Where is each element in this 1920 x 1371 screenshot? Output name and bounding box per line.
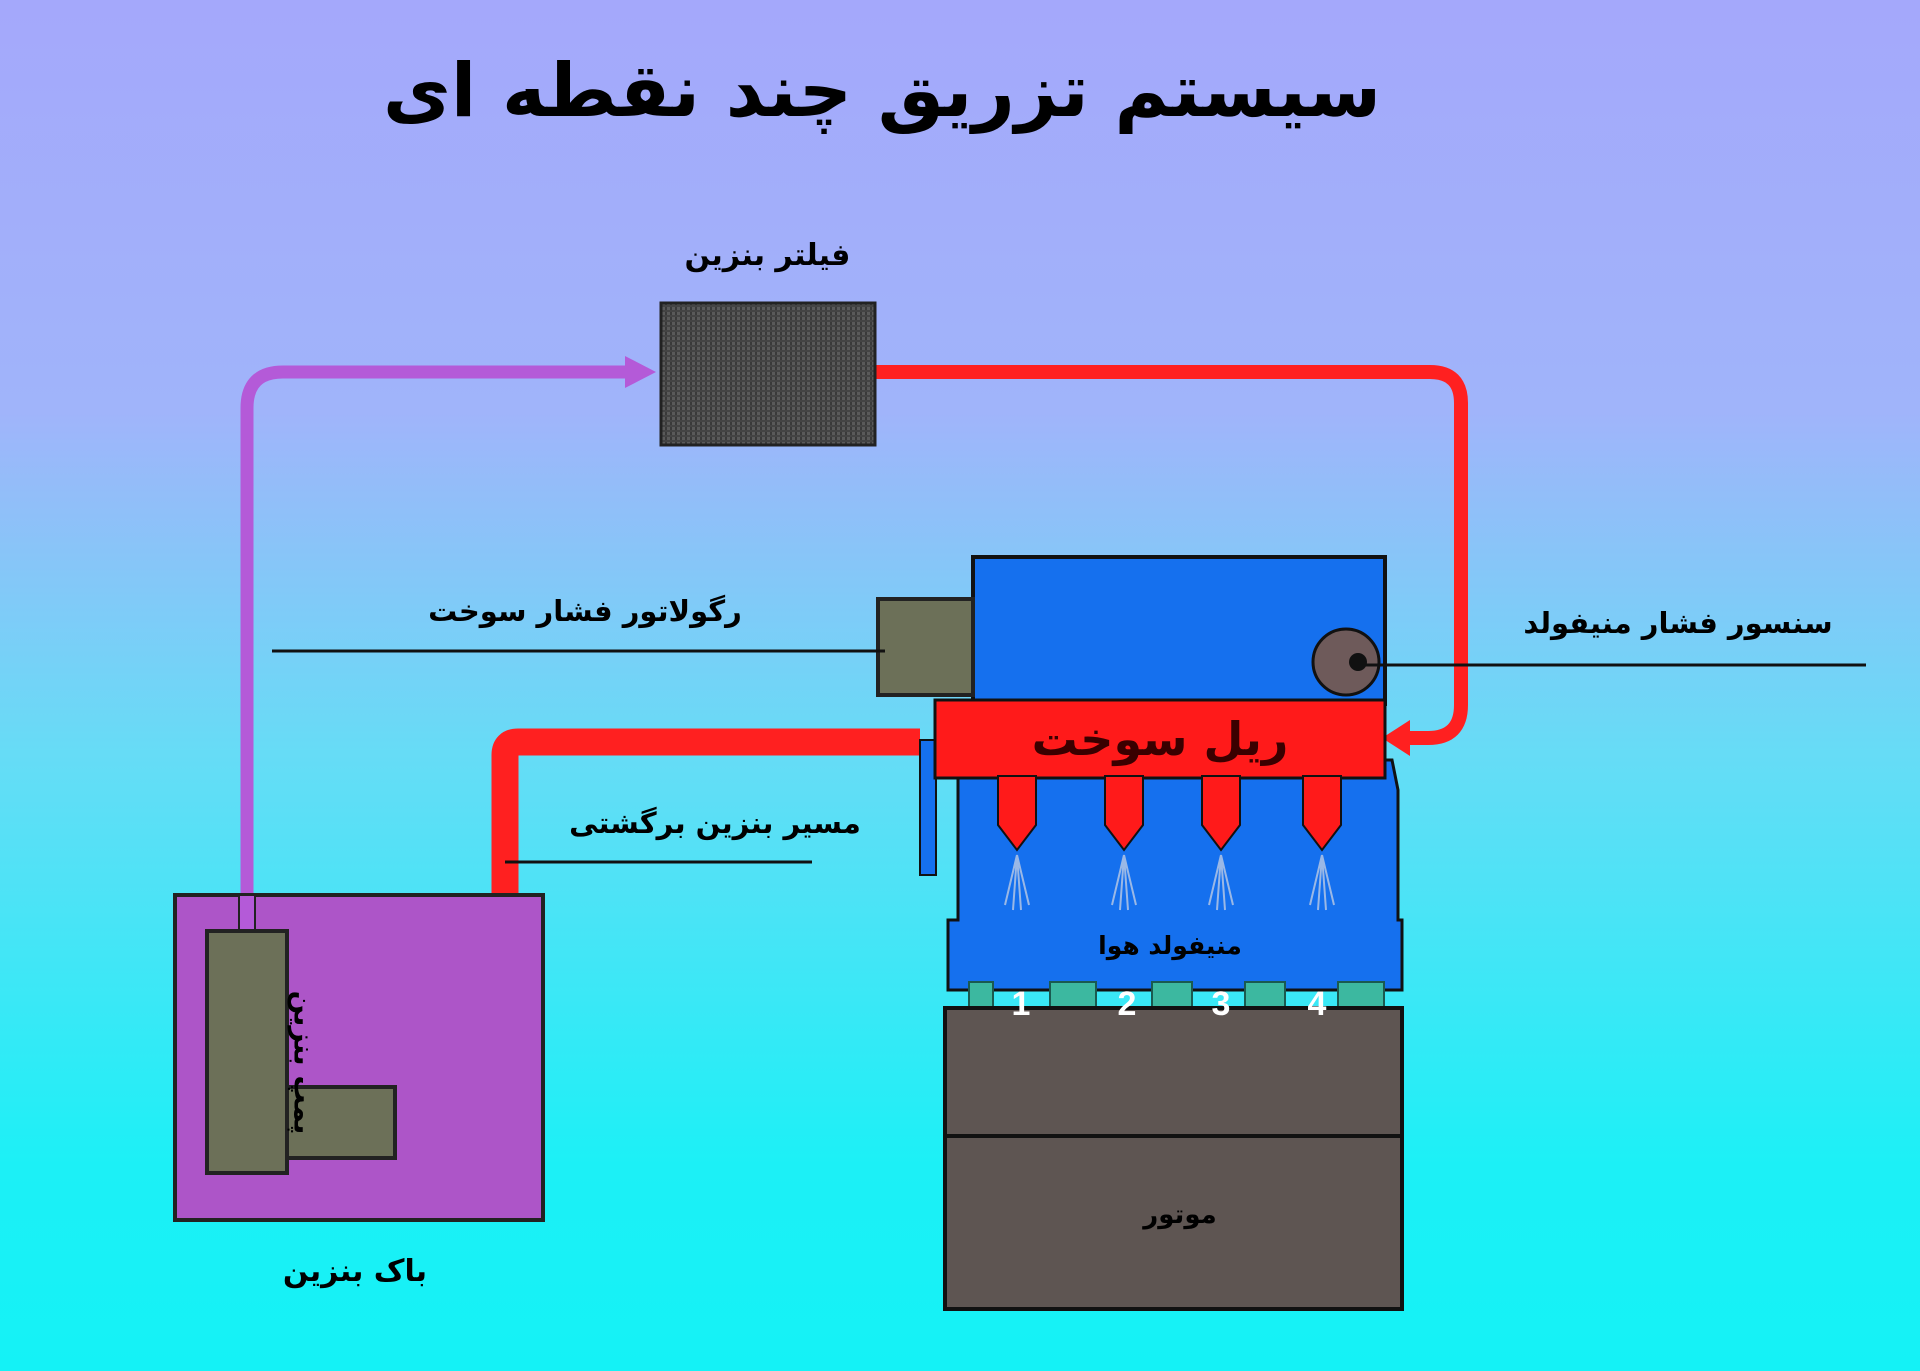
injector-1 (997, 775, 1037, 852)
return-fuel-line (491, 728, 920, 1010)
fuel-rail-label: ریل سوخت (1031, 712, 1289, 766)
supply-fuel-line (240, 365, 625, 895)
pressurized-fuel-line (876, 365, 1468, 745)
supply-arrowhead (625, 356, 656, 388)
cylinder-number: 1 (1011, 985, 1031, 1023)
fuel-tank-label: باک بنزین (282, 1254, 428, 1289)
fuel-pump (205, 929, 289, 1175)
pump-base (285, 1085, 397, 1160)
cylinder-number: 4 (1307, 985, 1327, 1023)
cylinder-number: 3 (1211, 985, 1231, 1023)
sensor-center (1349, 653, 1367, 671)
return-fuel-line-label: مسیر بنزین برگشتی (569, 806, 861, 840)
engine-block-upper (943, 1006, 1404, 1138)
manifold-pressure-sensor-label: سنسور فشار منیفولد (1523, 606, 1833, 640)
air-manifold-body (946, 758, 1404, 992)
air-manifold-label: منیفولد هوا (1098, 931, 1242, 960)
diagram-title: سیستم تزریق چند نقطه ای (383, 48, 1381, 134)
manifold-pressure-sensor (1311, 627, 1381, 697)
engine-label: موتور (1143, 1200, 1217, 1230)
rail-arrowhead (1382, 720, 1410, 756)
injector-3 (1201, 775, 1241, 852)
fuel-pressure-regulator (876, 597, 975, 697)
engine-block-lower (943, 1134, 1404, 1311)
manifold-side-pipe (919, 739, 937, 876)
fuel-rail (933, 698, 1387, 780)
fuel-pressure-regulator-label: رگولاتور فشار سوخت (428, 594, 742, 628)
fuel-filter (659, 301, 877, 447)
fuel-filter-label: فیلتر بنزین (684, 238, 851, 273)
cylinder-number: 2 (1117, 985, 1137, 1023)
injectors (997, 775, 1342, 852)
injector-4 (1302, 775, 1342, 852)
injector-2 (1104, 775, 1144, 852)
fuel-spray (1004, 854, 1335, 911)
fuel-pump-label: پمپ بنزین (287, 990, 321, 1135)
